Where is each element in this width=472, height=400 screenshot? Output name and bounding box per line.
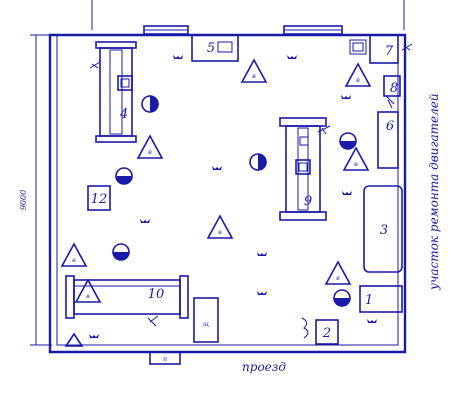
equipment-8-label: 8 (390, 81, 398, 96)
sand-box-icon: в (137, 135, 163, 159)
window-icon (143, 25, 189, 35)
fire-alarm-icon (212, 166, 222, 170)
svg-text:в: в (148, 149, 152, 156)
fire-extinguisher-icon (249, 153, 267, 171)
svg-text:в: в (218, 229, 222, 236)
equipment-2: 2 (301, 317, 339, 345)
fire-alarm-icon (140, 219, 150, 223)
fire-extinguisher-icon (112, 243, 130, 261)
sand-box-icon: в (343, 147, 369, 171)
sand-box-icon: в (345, 63, 371, 87)
svg-text:в: в (72, 257, 76, 264)
svg-text:в: в (252, 73, 256, 80)
equipment-2-label: 2 (322, 326, 331, 341)
equipment-6: 6 (377, 111, 399, 169)
right-caption: участок ремонта двигателей (427, 93, 441, 291)
dimension-label: 9000 (19, 190, 28, 210)
svg-text:в: в (354, 161, 358, 168)
fire-alarm-icon (367, 319, 377, 323)
fire-alarm-icon (257, 291, 267, 295)
dimension-line: 9000 (19, 34, 52, 346)
svg-text:в: в (356, 77, 360, 84)
sand-box-icon: в (325, 261, 351, 285)
fire-alarm-icon (257, 252, 267, 256)
equipment-4-label: 4 (119, 107, 128, 122)
equipment-10: 9 (279, 117, 331, 221)
fire-extinguisher-icon (339, 132, 357, 150)
sand-box-icon: в (207, 215, 233, 239)
fire-alarm-icon (341, 95, 351, 99)
fire-alarm-icon (342, 191, 352, 195)
shield-label: щ (203, 321, 209, 328)
svg-text:в: в (86, 293, 90, 300)
equipment-1-label: 1 (365, 293, 373, 308)
sand-box-icon: в (241, 59, 267, 83)
equipment-9: 10 (65, 275, 189, 327)
equipment-12-label: 12 (91, 192, 108, 207)
fire-alarm-icon (287, 55, 297, 59)
equipment-1: 1 (359, 285, 403, 313)
equipment-5-label: 5 (207, 41, 215, 56)
door-label: п (163, 356, 167, 363)
equipment-7-label: 7 (385, 44, 394, 59)
equipment-3-label: 3 (380, 223, 388, 238)
equipment-12: 12 (87, 185, 111, 211)
fire-extinguisher-icon (333, 289, 351, 307)
fire-alarm-icon (89, 334, 99, 338)
equipment-6-label: 6 (386, 119, 394, 134)
sand-box-icon: в (61, 243, 87, 267)
window-icon (283, 25, 343, 35)
fire-extinguisher-icon (141, 95, 159, 113)
equipment-10-label: 9 (304, 194, 312, 209)
equipment-8: 8 (383, 75, 401, 109)
sand-box-icon: в (75, 279, 101, 303)
equipment-4: 4 (89, 41, 137, 143)
door: п (149, 351, 181, 365)
electric-panel: щ (193, 297, 219, 343)
bottom-caption: проезд (242, 360, 286, 374)
fire-alarm-icon (173, 55, 183, 59)
equipment-3: 3 (363, 185, 403, 273)
svg-text:в: в (336, 275, 340, 282)
equipment-9-label: 10 (148, 287, 165, 302)
equipment-5: 5 (191, 34, 239, 62)
outer-walls (48, 0, 407, 354)
fire-extinguisher-icon (115, 167, 133, 185)
equipment-7: 7 (349, 34, 413, 64)
sand-box-icon (64, 332, 84, 347)
